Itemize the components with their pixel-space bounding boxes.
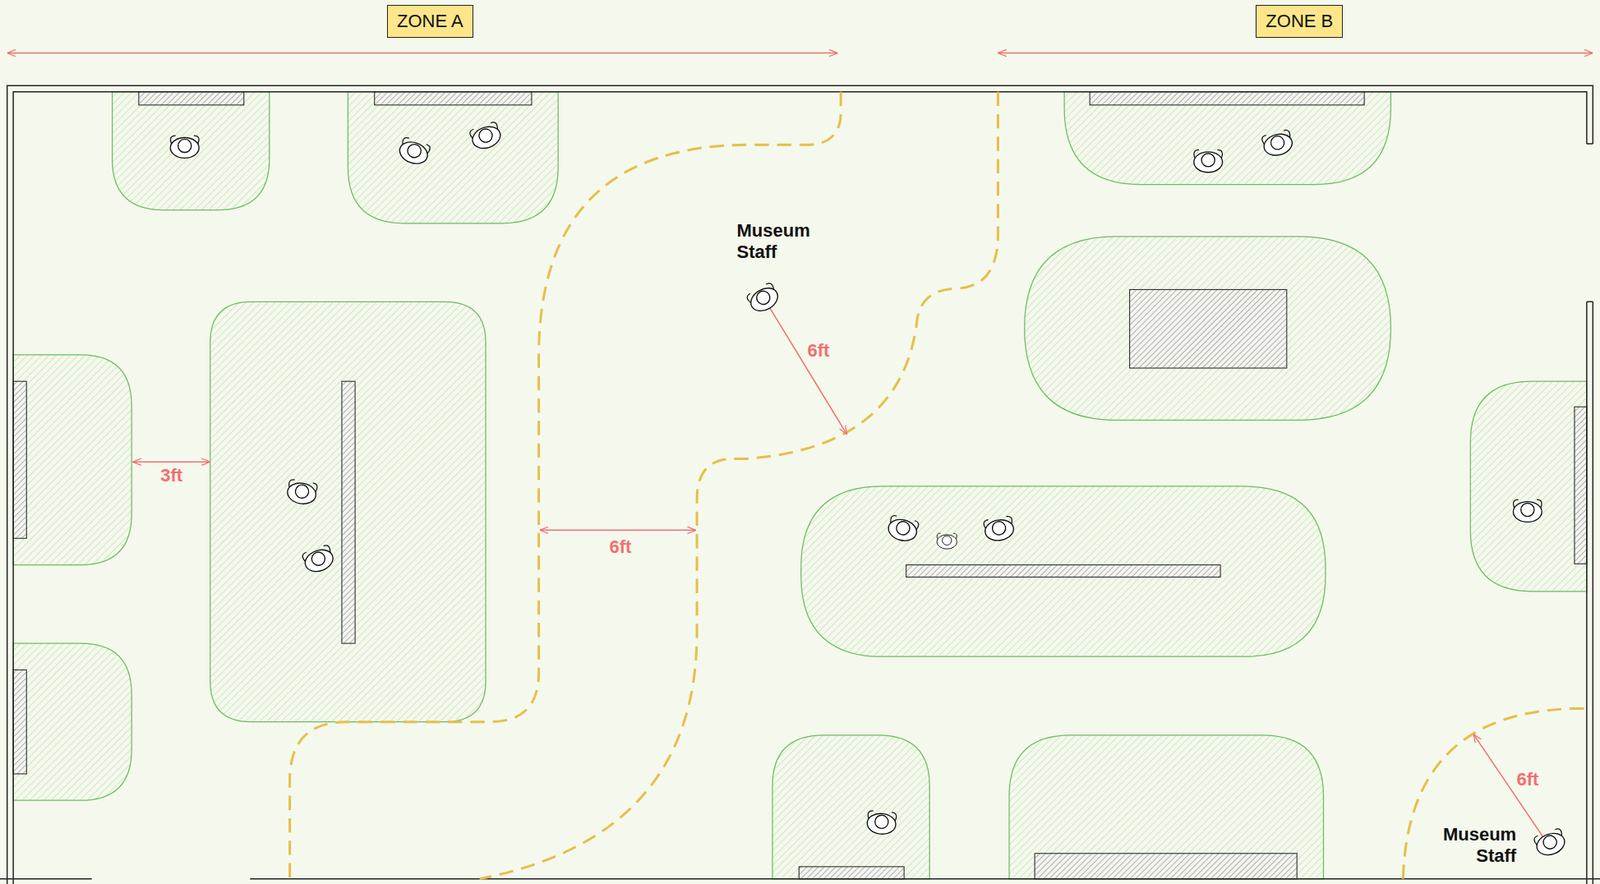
display-panel [1129,289,1287,369]
dimension-label: 6ft [1514,769,1541,790]
display-panel [1034,853,1297,880]
exhibit-area [1009,735,1324,880]
staff-label: Museum Staff [1434,824,1517,867]
person-head [1269,134,1287,152]
zone-name: ZONE B [1265,10,1333,33]
person [746,281,783,316]
display-panel [13,381,27,539]
exhibit-area [347,92,558,224]
person-shoulders [1512,502,1542,523]
exhibit-area [801,486,1326,657]
person [1533,828,1568,860]
zone-tag: ZONE B [1255,4,1343,38]
dimension-line [539,530,697,531]
dimensions [7,53,1594,840]
person [866,810,897,835]
zone-extent [7,52,839,54]
dimension-label: 6ft [608,536,634,558]
person-shoulders [936,534,957,549]
person [1194,149,1223,172]
people [170,120,1568,859]
staff-label: Museum Staff [737,220,820,263]
person [468,120,503,153]
walls [0,85,1600,884]
person [936,533,957,549]
zone-tag: ZONE A [387,4,475,38]
staff-radius [1402,709,1587,880]
inner-wall [13,92,1587,884]
person-head [991,521,1007,537]
path-edge [479,92,999,880]
person [301,544,337,576]
person-head [405,142,424,160]
visitor-path [290,92,1587,880]
person-head [477,127,495,145]
dimension-label: 6ft [805,340,831,361]
path-edge [290,92,842,880]
display-panel [1089,92,1365,106]
display-panel [906,565,1221,578]
display-panel [374,92,532,106]
exhibit-area [1064,92,1391,185]
person [396,136,432,168]
person [1512,499,1542,522]
person-head [309,550,328,568]
person-head [294,484,310,500]
dimension-line [767,304,848,435]
person-head [1521,502,1535,517]
person-head [894,520,912,537]
display-panel [341,381,356,644]
person [982,516,1015,544]
person-shoulders [1194,152,1223,173]
person-shoulders [469,123,503,153]
person-shoulders [285,480,319,506]
person [170,135,199,158]
exhibit-area [210,301,486,722]
person-head [178,138,192,153]
person-head [1201,153,1215,167]
person-shoulders [302,546,337,576]
exhibit-area [772,735,930,880]
person-shoulders [1533,829,1568,859]
display-panel [1574,406,1587,564]
display-panel [798,866,904,880]
exhibit-area [112,92,270,211]
person-head [754,288,773,307]
person-shoulders [746,283,783,316]
exhibit-area [1470,381,1587,592]
display-panel [13,669,27,775]
person-shoulders [983,517,1016,543]
outer-wall [7,85,1594,884]
person [885,514,920,544]
person-shoulders [396,138,431,167]
dimension-line [1473,734,1545,840]
person-head [874,815,889,830]
person-head [1541,834,1559,852]
exhibit-area [1024,236,1392,420]
person-shoulders [866,812,897,836]
exhibit-area [13,643,132,801]
person-shoulders [170,138,199,159]
dimension-label: 3ft [158,465,185,486]
zone-name: ZONE A [396,10,464,33]
dimension-line [132,461,210,462]
display-panel [138,92,245,106]
person [285,479,319,507]
bottom-wall [0,878,1600,880]
exhibit-area [13,355,132,566]
person [1261,129,1296,158]
exhibit-areas [13,92,1587,880]
zone-extent [997,52,1593,54]
right-wall [1586,143,1593,884]
person-head [942,535,952,545]
